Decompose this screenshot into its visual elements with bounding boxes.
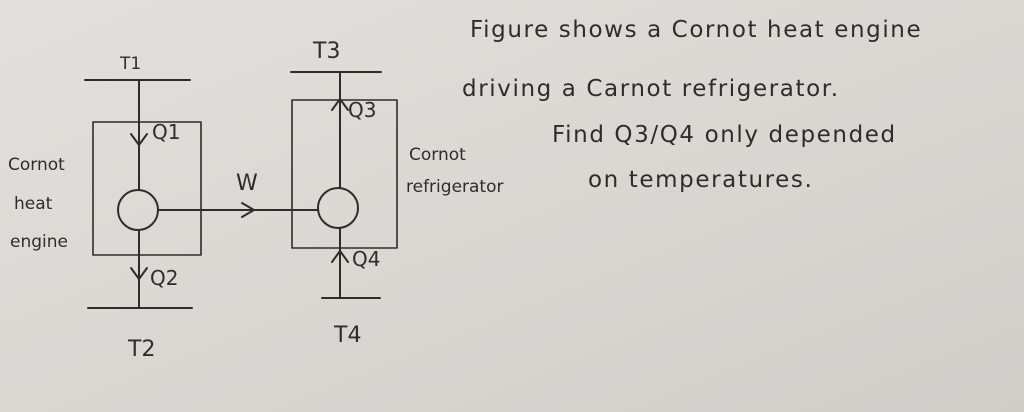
- refrigerator-box: [291, 99, 398, 249]
- refrigerator-circle: [317, 187, 359, 229]
- engine-label-line3: engine: [10, 232, 68, 252]
- engine-box: [92, 121, 202, 256]
- engine-label-line1: Cornot: [8, 155, 65, 175]
- problem-line-2: driving a Carnot refrigerator.: [462, 76, 840, 102]
- problem-line-4: on temperatures.: [588, 167, 813, 193]
- problem-line-1: Figure shows a Cornot heat engine: [470, 17, 922, 43]
- q1-arrowhead: [130, 133, 148, 146]
- q2-label: Q2: [150, 266, 178, 290]
- work-label: W: [236, 171, 258, 196]
- q4-arrowhead: [331, 250, 349, 263]
- q3-label: Q3: [348, 98, 376, 122]
- problem-statement: Figure shows a Cornot heat engine drivin…: [462, 17, 922, 193]
- problem-line-3: Find Q3/Q4 only depended: [552, 122, 897, 148]
- refrigerator-label-line2: refrigerator: [406, 177, 503, 197]
- q3-arrowhead: [331, 98, 349, 111]
- reservoir-t2-label: T2: [127, 337, 155, 362]
- q4-label: Q4: [352, 247, 380, 271]
- engine-label-line2: heat: [14, 194, 53, 214]
- work-arrowhead: [241, 202, 255, 218]
- reservoir-t4-label: T4: [333, 323, 361, 348]
- refrigerator-label-line1: Cornot: [409, 145, 466, 165]
- q1-label: Q1: [152, 120, 180, 144]
- refrigerator: T3 Q3 Q4 T4 Cornot refrigerator: [290, 39, 503, 348]
- q2-arrowhead: [130, 267, 148, 280]
- reservoir-t3-label: T3: [312, 39, 340, 64]
- reservoir-t1-label: T1: [119, 54, 141, 74]
